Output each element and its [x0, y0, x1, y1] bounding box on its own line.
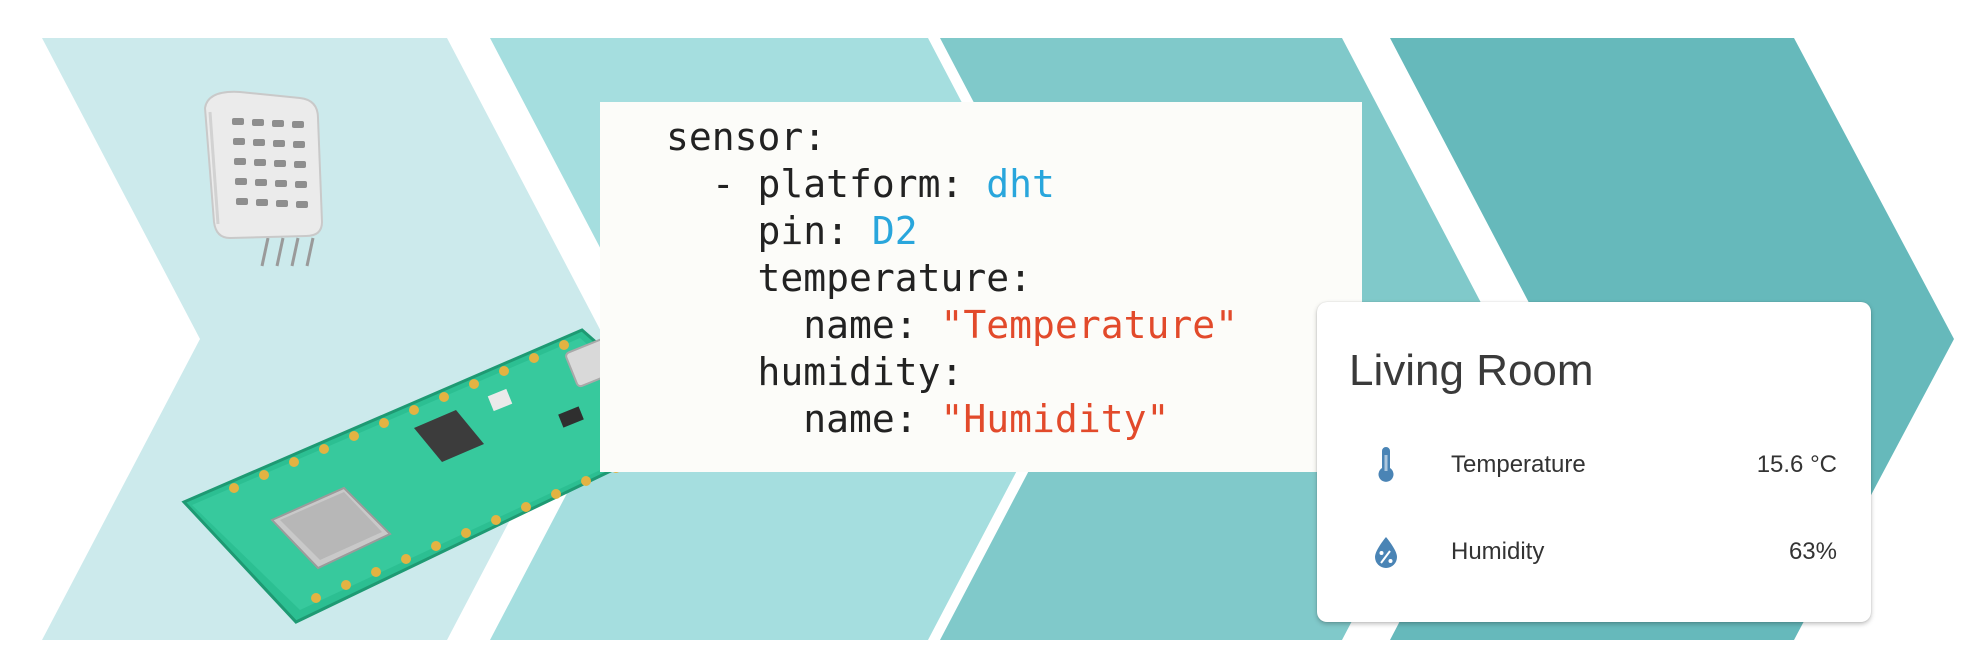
yaml-code: sensor: - platform: dht pin: D2 temperat… [666, 114, 1362, 443]
entity-row-temperature[interactable]: Temperature 15.6 °C [1317, 435, 1871, 495]
code-line-sensor: sensor: [666, 115, 827, 159]
code-key-temperature-name: name: [666, 303, 941, 347]
code-line-temperature: temperature: [666, 256, 1033, 300]
code-value-platform: dht [986, 162, 1055, 206]
living-room-card: Living Room Temperature 15.6 °C Humidity… [1317, 302, 1871, 622]
entity-value-humidity: 63% [1788, 538, 1837, 565]
dht22-sensor-image [203, 90, 324, 267]
entity-value-temperature: 15.6 °C [1756, 451, 1837, 478]
code-key-pin: pin: [666, 209, 872, 253]
code-key-humidity-name: name: [666, 397, 941, 441]
code-value-humidity-name: "Humidity" [940, 397, 1170, 441]
yaml-code-panel: sensor: - platform: dht pin: D2 temperat… [600, 102, 1362, 472]
code-value-pin: D2 [871, 209, 918, 253]
code-line-humidity: humidity: [666, 350, 964, 394]
thermometer-icon [1378, 447, 1394, 482]
code-value-temperature-name: "Temperature" [940, 303, 1238, 347]
code-key-platform: - platform: [666, 162, 987, 206]
entity-row-humidity[interactable]: Humidity 63% [1317, 522, 1871, 582]
entity-label-temperature: Temperature [1451, 451, 1586, 478]
pico-board-image [181, 328, 699, 624]
water-percent-icon [1375, 537, 1397, 568]
card-title: Living Room [1349, 346, 1594, 395]
entity-label-humidity: Humidity [1451, 538, 1545, 565]
